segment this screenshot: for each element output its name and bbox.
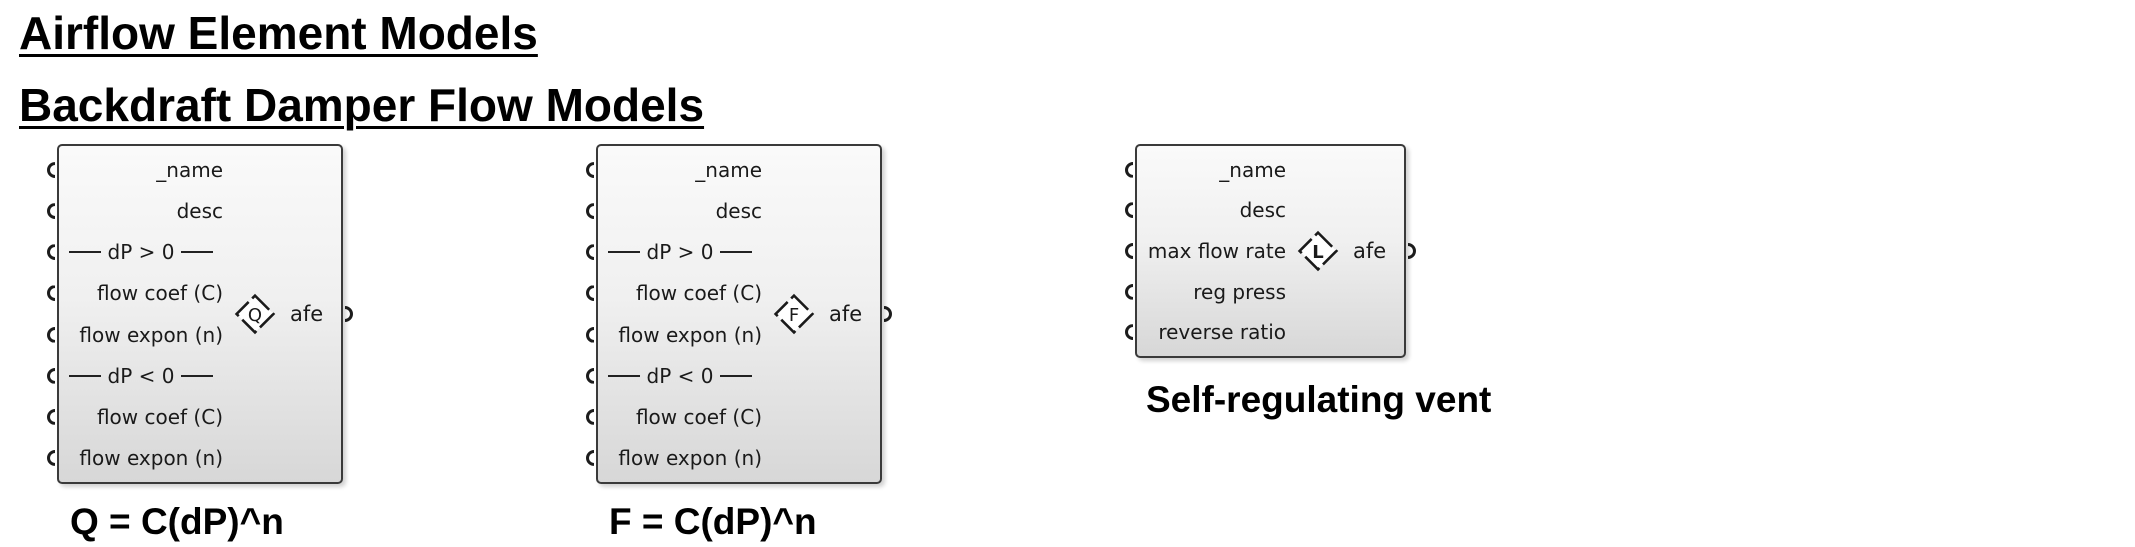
input-grip-icon[interactable] [1125, 161, 1133, 178]
input-label: flow expon (n) [618, 322, 762, 347]
input-label: _name [1219, 157, 1286, 182]
input-label: reverse ratio [1158, 320, 1286, 345]
input-label: flow expon (n) [79, 322, 223, 347]
component-diamond-icon: Q [233, 292, 277, 336]
input-grip-icon[interactable] [47, 449, 55, 466]
separator-line [607, 374, 640, 377]
input-grip-icon[interactable] [1125, 242, 1133, 259]
input-param[interactable]: desc [47, 196, 225, 226]
component-f-damper[interactable]: _name desc dP > 0 flow coef (C) flow exp… [586, 144, 892, 484]
input-grip-icon[interactable] [586, 285, 594, 302]
input-param[interactable]: max flow rate [1125, 236, 1288, 266]
component-caption: F = C(dP)^n [609, 501, 817, 542]
section-heading: Backdraft Damper Flow Models [19, 79, 705, 131]
input-grip-icon[interactable] [586, 408, 594, 425]
input-param[interactable]: flow expon (n) [586, 320, 764, 350]
input-grip-icon[interactable] [47, 244, 55, 261]
input-grip-icon[interactable] [47, 203, 55, 220]
input-grip-icon[interactable] [1125, 202, 1133, 219]
component-diamond-icon: L [1296, 229, 1340, 273]
output-grip-icon[interactable] [884, 306, 892, 322]
separator-line [607, 251, 640, 254]
separator-line [68, 251, 101, 254]
input-label: reg press [1193, 279, 1286, 304]
input-label: flow coef (C) [635, 281, 762, 306]
component-inputs: _name desc dP > 0 flow coef (C) flow exp… [47, 144, 225, 484]
input-label: desc [176, 199, 223, 224]
input-grip-icon[interactable] [586, 367, 594, 384]
input-label: flow expon (n) [618, 445, 762, 470]
output-grip-icon[interactable] [345, 306, 353, 322]
input-param[interactable]: _name [47, 155, 225, 185]
input-label: flow expon (n) [79, 445, 223, 470]
input-grip-icon[interactable] [47, 285, 55, 302]
input-grip-icon[interactable] [586, 326, 594, 343]
output-label: afe [1353, 239, 1387, 263]
input-label: _name [156, 158, 223, 183]
input-grip-icon[interactable] [586, 449, 594, 466]
input-param[interactable]: _name [1125, 155, 1288, 185]
input-separator[interactable]: dP > 0 [586, 237, 764, 267]
input-label: desc [1239, 198, 1286, 223]
input-separator[interactable]: dP < 0 [586, 361, 764, 391]
output-label: afe [290, 302, 324, 326]
input-label: dP < 0 [107, 363, 175, 388]
input-label: max flow rate [1147, 238, 1286, 263]
input-param[interactable]: _name [586, 155, 764, 185]
separator-line [181, 251, 214, 254]
input-param[interactable]: flow expon (n) [586, 443, 764, 473]
component-body[interactable] [57, 144, 343, 484]
input-param[interactable]: desc [586, 196, 764, 226]
input-param[interactable]: flow expon (n) [47, 320, 225, 350]
input-separator[interactable]: dP > 0 [47, 237, 225, 267]
input-param[interactable]: reverse ratio [1125, 317, 1288, 347]
input-grip-icon[interactable] [47, 408, 55, 425]
input-grip-icon[interactable] [47, 367, 55, 384]
separator-line [720, 374, 753, 377]
page-title: Airflow Element Models [19, 7, 538, 59]
input-grip-icon[interactable] [586, 162, 594, 179]
input-label: _name [695, 158, 762, 183]
component-body[interactable] [596, 144, 882, 484]
component-diamond-icon: F [772, 292, 816, 336]
component-self-regulating-vent[interactable]: _name desc max flow rate reg press rever… [1125, 144, 1416, 358]
input-label: dP > 0 [107, 240, 175, 265]
component-inputs: _name desc dP > 0 flow coef (C) flow exp… [586, 144, 764, 484]
input-label: dP < 0 [646, 363, 714, 388]
input-grip-icon[interactable] [1125, 324, 1133, 341]
separator-line [68, 374, 101, 377]
input-separator[interactable]: dP < 0 [47, 361, 225, 391]
component-inputs: _name desc max flow rate reg press rever… [1125, 144, 1288, 358]
input-param[interactable]: flow expon (n) [47, 443, 225, 473]
input-grip-icon[interactable] [586, 203, 594, 220]
component-caption: Q = C(dP)^n [70, 501, 284, 542]
separator-line [181, 374, 214, 377]
output-grip-icon[interactable] [1408, 243, 1416, 259]
input-param[interactable]: flow coef (C) [586, 402, 764, 432]
component-q-damper[interactable]: _name desc dP > 0 flow coef (C) flow exp… [47, 144, 353, 484]
input-grip-icon[interactable] [586, 244, 594, 261]
input-label: dP > 0 [646, 240, 714, 265]
input-param[interactable]: reg press [1125, 277, 1288, 307]
component-caption: Self-regulating vent [1146, 379, 1492, 420]
input-param[interactable]: desc [1125, 195, 1288, 225]
output-label: afe [829, 302, 863, 326]
icon-letter: Q [248, 305, 262, 326]
component-body[interactable] [1135, 144, 1406, 358]
separator-line [720, 251, 753, 254]
input-param[interactable]: flow coef (C) [586, 278, 764, 308]
input-param[interactable]: flow coef (C) [47, 402, 225, 432]
input-label: flow coef (C) [96, 281, 223, 306]
icon-letter: F [789, 305, 799, 326]
icon-letter: L [1312, 242, 1323, 263]
input-label: desc [715, 199, 762, 224]
input-param[interactable]: flow coef (C) [47, 278, 225, 308]
input-grip-icon[interactable] [47, 162, 55, 179]
input-grip-icon[interactable] [1125, 283, 1133, 300]
input-label: flow coef (C) [96, 404, 223, 429]
input-label: flow coef (C) [635, 404, 762, 429]
input-grip-icon[interactable] [47, 326, 55, 343]
